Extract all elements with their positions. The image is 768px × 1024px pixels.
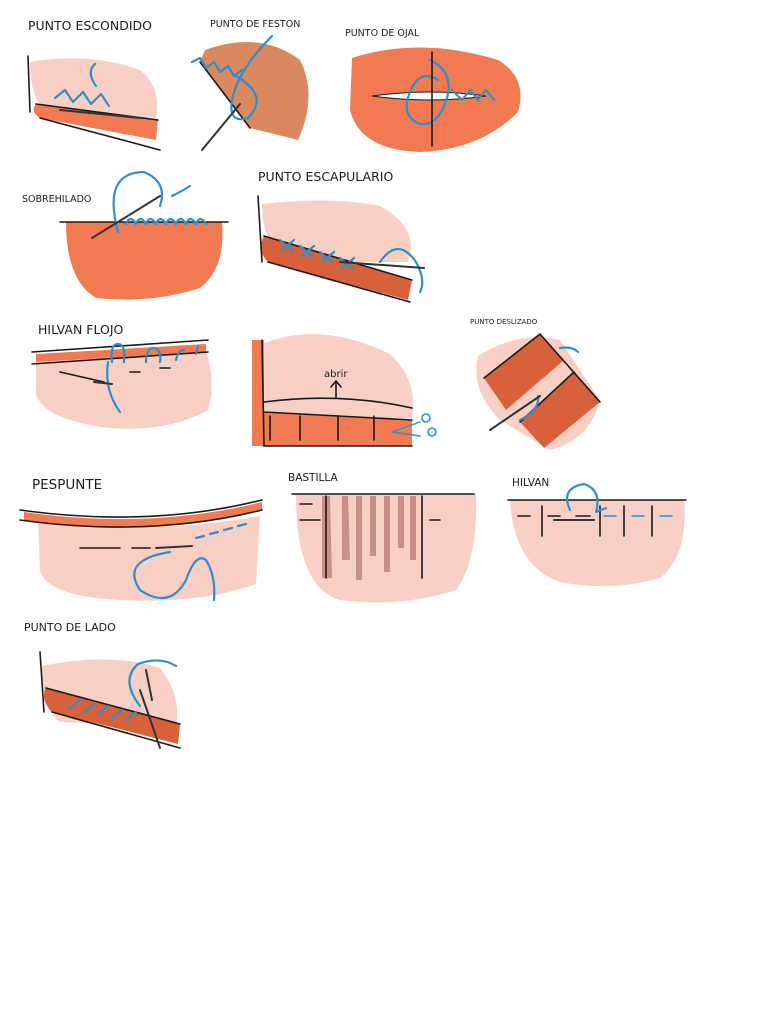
label-punto-de-ojal: PUNTO DE OJAL: [345, 28, 420, 39]
label-punto-deslizado: PUNTO DESLIZADO: [470, 318, 538, 326]
stitch-bastilla: BASTILLA: [288, 472, 477, 603]
stitch-hilvan-flojo: HILVAN FLOJO: [31, 322, 212, 429]
stitch-pespunte: PESPUNTE: [19, 477, 263, 602]
stitch-punto-escapulario: PUNTO ESCAPULARIO: [257, 169, 425, 303]
stitch-punto-de-lado: PUNTO DE LADO: [24, 621, 181, 749]
label-hilvan-flojo: HILVAN FLOJO: [38, 322, 124, 337]
stitch-sobrehilado: SOBREHILADO: [22, 170, 229, 300]
stitch-punto-escondido: PUNTO ESCONDIDO: [27, 18, 161, 151]
stitch-abrir: abrir: [252, 334, 437, 447]
stitch-punto-deslizado: PUNTO DESLIZADO: [470, 318, 601, 450]
label-punto-escondido: PUNTO ESCONDIDO: [28, 18, 152, 33]
stitch-punto-de-ojal: PUNTO DE OJAL: [345, 28, 521, 153]
stitch-punto-de-feston: PUNTO DE FESTON: [190, 19, 309, 151]
label-sobrehilado: SOBREHILADO: [22, 194, 91, 205]
label-punto-de-feston: PUNTO DE FESTON: [210, 19, 300, 30]
label-bastilla: BASTILLA: [288, 472, 339, 484]
label-punto-de-lado: PUNTO DE LADO: [24, 621, 116, 634]
stitch-hilvan: HILVAN: [507, 477, 687, 587]
label-abrir: abrir: [324, 369, 348, 380]
label-punto-escapulario: PUNTO ESCAPULARIO: [258, 169, 393, 184]
label-pespunte: PESPUNTE: [32, 477, 102, 493]
label-hilvan: HILVAN: [512, 477, 549, 489]
